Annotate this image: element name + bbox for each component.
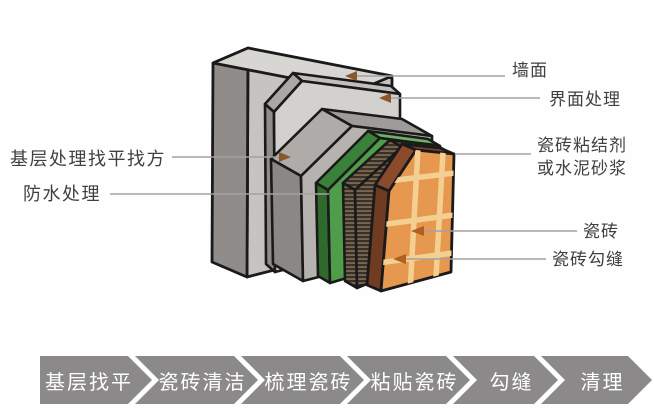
callout-arrow-tile	[411, 226, 424, 236]
flow-step-6-label: 清理	[580, 371, 625, 394]
callout-base-leveling-label: 基层处理找平找方	[10, 149, 166, 169]
callout-arrow-grout	[393, 254, 406, 264]
leveling-side-face	[269, 157, 305, 283]
flow-step-1-label: 基层找平	[45, 371, 133, 394]
callout-arrows	[279, 71, 424, 264]
callout-waterproof-label: 防水处理	[23, 184, 101, 204]
tile-grout-grid	[381, 150, 454, 291]
wall-side-face	[210, 46, 250, 279]
callout-interface-label: 界面处理	[549, 90, 621, 109]
callout-adhesive-label-line2: 或水泥砂浆	[537, 158, 627, 178]
callout-interface: 界面处理	[549, 89, 621, 112]
callout-grout-label: 瓷砖勾缝	[552, 250, 624, 269]
callout-base-leveling: 基层处理找平找方	[10, 147, 166, 171]
callout-grout: 瓷砖勾缝	[552, 249, 624, 272]
flow-step-5: 勾缝	[453, 356, 558, 404]
callout-adhesive-label-line1: 瓷砖粘结剂	[537, 136, 627, 155]
flow-step-5-label: 勾缝	[489, 371, 534, 394]
flow-step-3-label: 梳理瓷砖	[264, 371, 353, 394]
callout-arrow-base	[279, 152, 291, 162]
grout-line-horizontal	[387, 170, 454, 184]
callout-lines	[110, 75, 577, 260]
callout-arrow-interface	[379, 93, 391, 103]
flow-step-4-label: 粘贴瓷砖	[370, 371, 459, 394]
callout-adhesive: 瓷砖粘结剂 或水泥砂浆	[537, 135, 627, 181]
callout-wall-label: 墙面	[512, 61, 548, 80]
flow-step-2-label: 瓷砖清洁	[158, 371, 247, 394]
flow-step-1: 基层找平	[40, 356, 152, 404]
callout-arrow-wall	[345, 71, 357, 81]
grout-line-horizontal	[381, 250, 454, 266]
callout-tile: 瓷砖	[583, 221, 619, 244]
callout-tile-label: 瓷砖	[583, 222, 619, 241]
flow-step-6: 清理	[541, 356, 652, 404]
callout-wall: 墙面	[512, 60, 548, 83]
callout-waterproof: 防水处理	[23, 182, 101, 206]
flow-step-3: 梳理瓷砖	[241, 356, 364, 404]
grout-line-horizontal	[381, 212, 454, 228]
